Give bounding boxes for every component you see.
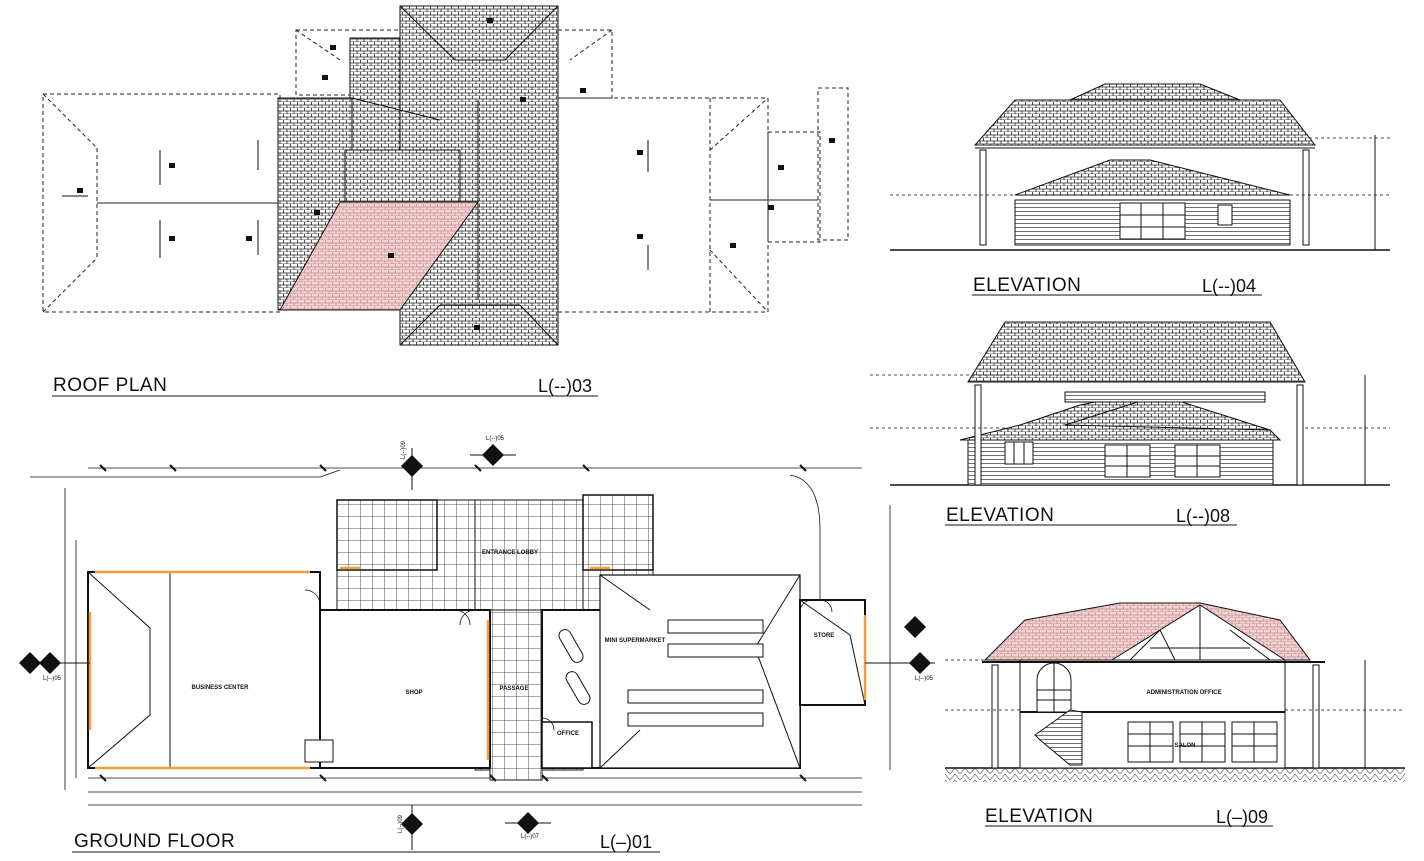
elevation-09-drawing (945, 602, 1405, 782)
roof-plan (42, 5, 849, 346)
section-label-right: L(--)05 (915, 676, 934, 682)
roof-plan-title: ROOF PLAN (53, 375, 168, 396)
ground-floor-title: GROUND FLOOR (74, 831, 236, 852)
section-marker-left (19, 652, 90, 674)
elevation-08-title: ELEVATION (946, 505, 1055, 526)
ground-floor-code: L(–)01 (600, 832, 653, 852)
section-label-top-left: L(--)09 (401, 440, 407, 459)
room-label-passage: PASSAGE (500, 686, 529, 692)
section-marker-bottom-center (505, 812, 551, 834)
section-label-bottom-center: L(--)07 (521, 834, 540, 840)
elevation-09-code: L(–)09 (1216, 807, 1269, 827)
room-label-business-center: BUSINESS CENTER (191, 685, 249, 691)
elevation-04-title: ELEVATION (973, 275, 1082, 296)
elevation-08-code: L(--)08 (1176, 506, 1231, 526)
elevation-04-drawing (890, 83, 1390, 251)
section-marker-bottom-left (401, 805, 423, 850)
room-label-salon: SALON (1175, 743, 1196, 749)
room-label-entrance-lobby: ENTRANCE LOBBY (482, 550, 538, 556)
section-label-top-center: L(--)05 (486, 436, 505, 442)
room-label-office: OFFICE (557, 731, 579, 737)
section-marker-right (865, 616, 935, 674)
elevation-08-drawing (870, 321, 1390, 486)
elevation-04-code: L(--)04 (1202, 276, 1257, 296)
room-label-administration-office: ADMINISTRATION OFFICE (1146, 690, 1221, 696)
roof-slope-tags (77, 18, 835, 330)
section-marker-top-center (470, 444, 516, 466)
roof-left-wing (42, 93, 281, 313)
section-label-bottom-left: L(--)09 (398, 814, 404, 833)
room-label-shop: SHOP (405, 690, 422, 696)
section-label-left: L(--)05 (43, 676, 62, 682)
elevation-09-title: ELEVATION (985, 806, 1094, 827)
roof-plan-code: L(--)03 (538, 376, 593, 396)
roof-right-wing (295, 29, 849, 313)
ground-floor-plan (30, 464, 891, 806)
room-label-mini-supermarket: MINI SUPERMARKET (605, 638, 666, 644)
room-label-store: STORE (814, 633, 835, 639)
roof-tiled-main (277, 5, 559, 346)
section-marker-top-left (401, 448, 423, 490)
